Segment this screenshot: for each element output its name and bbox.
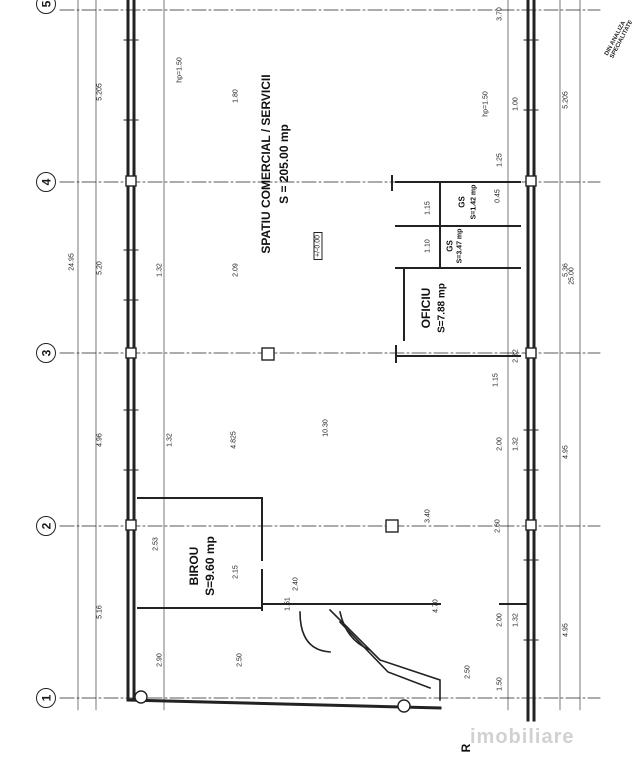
- bay-dimension-right: 5.36: [562, 263, 570, 277]
- room-name-wc2: GS: [457, 196, 467, 208]
- bay-dimension-left: 5.205: [96, 83, 104, 101]
- dimension-label: 2.50: [236, 653, 244, 667]
- window-marks: [123, 39, 539, 641]
- room-name-main: SPATIU COMERCIAL / SERVICII: [259, 74, 273, 254]
- dimension-label: 1.25: [496, 153, 504, 167]
- dimension-label: 2.40: [292, 577, 300, 591]
- room-area-main: S = 205.00 mp: [277, 124, 291, 204]
- clear-height-top: hp=1.50: [176, 57, 184, 83]
- dimension-label: 1.32: [166, 433, 174, 447]
- axis-marker-2: 2: [36, 516, 56, 536]
- axis-marker-3: 3: [36, 343, 56, 363]
- dimension-label: 1.32: [156, 263, 164, 277]
- edge-label: R: [459, 743, 473, 753]
- room-area-wc1: S=3.47 mp: [456, 228, 464, 264]
- bay-dimension-right: 4.95: [562, 623, 570, 637]
- dimension-label: 2.60: [494, 519, 502, 533]
- axis-marker-1: 1: [36, 688, 56, 708]
- dimension-label: 2.00: [496, 437, 504, 451]
- bay-dimension-left: 5.20: [96, 261, 104, 275]
- dimension-label: 2.00: [496, 613, 504, 627]
- dimension-label: 1.10: [424, 239, 432, 253]
- axis-marker-4: 4: [36, 172, 56, 192]
- total-dimension-left: 24.95: [68, 253, 76, 271]
- bay-dimension-right: 5.205: [562, 91, 570, 109]
- dimension-label: 1.15: [424, 201, 432, 215]
- room-name-kitchenette: OFICIU: [419, 287, 433, 329]
- axis-marker-5: 5: [36, 0, 56, 14]
- dimension-label: 2.32: [512, 349, 520, 363]
- dimension-label: 1.00: [512, 97, 520, 111]
- watermark: imobiliare: [470, 726, 575, 748]
- dimension-label: 2.15: [232, 565, 240, 579]
- room-area-wc2: S=1.42 mp: [470, 184, 478, 220]
- dimension-label: 3.70: [496, 7, 504, 21]
- column-marks: [125, 175, 537, 713]
- dimension-label: 2.50: [464, 665, 472, 679]
- room-name-wc1: GS: [445, 240, 455, 252]
- dimension-label: 1.32: [512, 437, 520, 451]
- total-dimension-right: 25.00: [568, 267, 576, 285]
- level-tag: +/-0.00: [313, 232, 323, 260]
- dimension-label: 4.70: [432, 599, 440, 613]
- dimension-label: 1.80: [232, 89, 240, 103]
- room-area-kitchenette: S=7.88 mp: [436, 283, 448, 333]
- bay-dimension-right: 4.95: [562, 445, 570, 459]
- dimension-label: 4.825: [230, 431, 238, 449]
- clear-height-right: hp=1.50: [482, 91, 490, 117]
- dimension-label: 1.15: [492, 373, 500, 387]
- dimension-label: 2.53: [152, 537, 160, 551]
- dimension-label: 2.09: [232, 263, 240, 277]
- room-name-office: BIROU: [187, 546, 201, 586]
- dimension-label: 1.51: [284, 597, 292, 611]
- partition-walls: [137, 175, 529, 611]
- dimension-label: 2.90: [156, 653, 164, 667]
- dimension-label: 1.50: [496, 677, 504, 691]
- inner-span-dimension: 10.30: [322, 419, 330, 437]
- dimension-label: 0.45: [494, 189, 502, 203]
- entrance-walls: [299, 608, 441, 701]
- bay-dimension-left: 4.96: [96, 433, 104, 447]
- dimension-label: 1.32: [512, 613, 520, 627]
- dimension-label: 3.40: [424, 509, 432, 523]
- bay-dimension-left: 5.16: [96, 605, 104, 619]
- dimension-lines: [77, 0, 581, 711]
- room-area-office: S=9.60 mp: [203, 536, 217, 596]
